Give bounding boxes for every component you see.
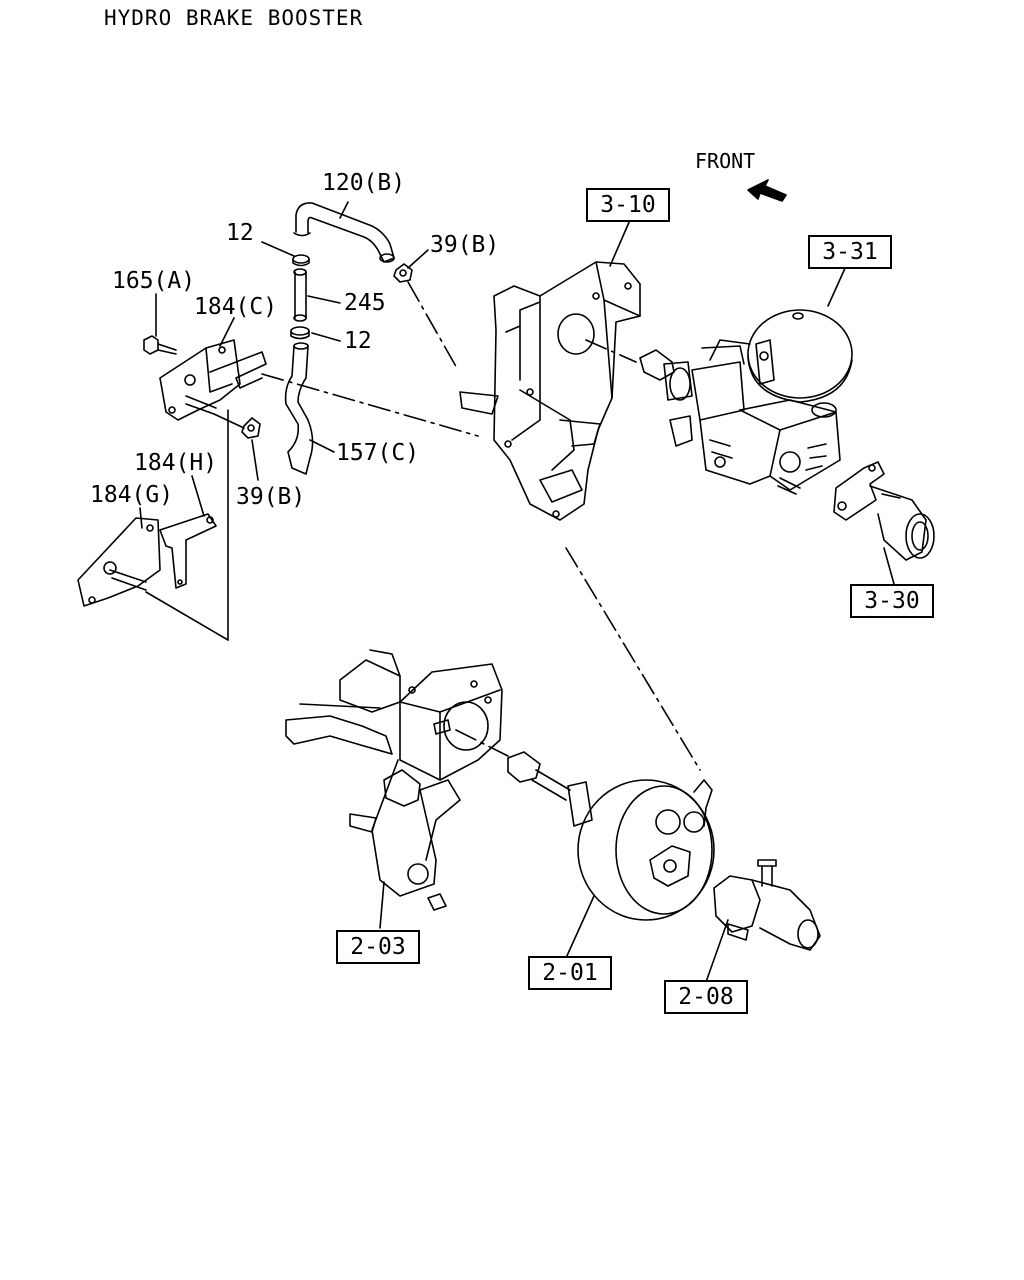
ref-box-3-10: 3-10 <box>586 188 670 222</box>
ref-box-2-08: 2-08 <box>664 980 748 1014</box>
label-157c: 157(C) <box>336 440 420 466</box>
clip-39b-top <box>394 264 412 282</box>
label-12-bottom: 12 <box>344 328 372 354</box>
label-184h: 184(H) <box>134 450 218 476</box>
pipe-245 <box>294 269 306 321</box>
clamp-12-bottom <box>291 327 309 339</box>
hydro-booster-unit <box>640 310 852 494</box>
ref-box-3-31: 3-31 <box>808 235 892 269</box>
label-184c: 184(C) <box>194 294 278 320</box>
label-120b: 120(B) <box>322 170 406 196</box>
label-39b-bottom: 39(B) <box>236 484 306 510</box>
clip-39b-bottom <box>242 418 260 438</box>
bracket-184g <box>78 518 160 606</box>
bracket-184h <box>160 514 216 588</box>
front-arrow-icon <box>748 180 786 201</box>
brake-booster-2-01 <box>508 752 714 920</box>
front-label: FRONT <box>695 149 756 173</box>
pedal-bracket-2-03 <box>286 650 502 910</box>
label-245: 245 <box>344 290 386 316</box>
bolt-165a <box>144 336 176 354</box>
hose-120b <box>294 203 394 262</box>
connector-lines <box>146 410 244 640</box>
diagram-title: HYDRO BRAKE BOOSTER <box>104 6 364 30</box>
bracket-184c <box>160 340 266 420</box>
ref-box-3-30: 3-30 <box>850 584 934 618</box>
label-165a: 165(A) <box>112 268 196 294</box>
label-12-top: 12 <box>226 220 254 246</box>
label-leaders <box>140 202 894 982</box>
switch-2-08 <box>714 860 820 950</box>
hose-157c <box>286 343 313 474</box>
pedal-bracket-3-10 <box>460 262 640 520</box>
clamp-12-top <box>293 255 309 266</box>
label-39b-top: 39(B) <box>430 232 500 258</box>
inlet-pipe-3-30 <box>834 462 934 560</box>
ref-box-2-01: 2-01 <box>528 956 612 990</box>
label-184g: 184(G) <box>90 482 174 508</box>
leader-dashes <box>262 282 700 770</box>
ref-box-2-03: 2-03 <box>336 930 420 964</box>
